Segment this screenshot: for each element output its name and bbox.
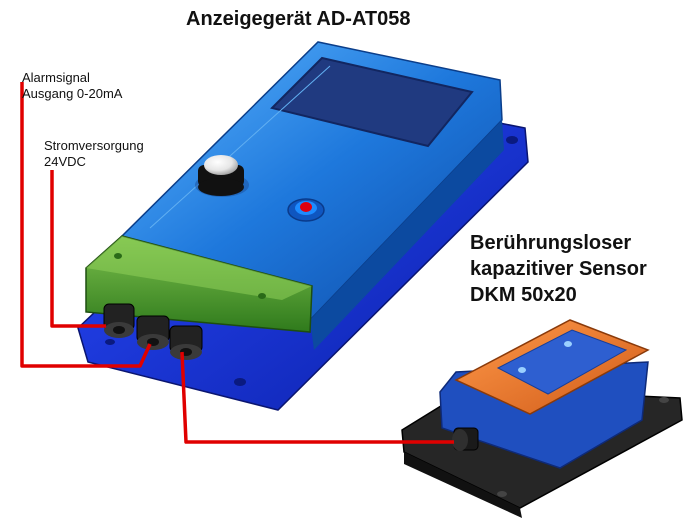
power-label-line1: Stromversorgung — [44, 138, 144, 153]
terminal-cover — [85, 235, 313, 333]
status-led — [287, 198, 325, 222]
alarm-signal-label: Alarmsignal Ausgang 0-20mA — [22, 70, 122, 102]
sensor-label: Berührungsloser kapazitiver Sensor DKM 5… — [470, 230, 647, 308]
display-device-housing — [117, 41, 504, 350]
cable-gland-power — [136, 315, 170, 350]
wire-sensor — [180, 351, 454, 444]
sensor-label-line2: kapazitiver Sensor — [470, 258, 647, 280]
sensor-label-line3: DKM 50x20 — [470, 284, 577, 306]
display-screen — [270, 56, 474, 148]
capacitive-sensor — [401, 319, 683, 518]
sensor-label-line1: Berührungsloser — [470, 232, 632, 254]
diagram-title: Anzeigegerät AD-AT058 — [186, 8, 411, 30]
sensor-connector — [452, 427, 479, 451]
cable-gland-sensor — [169, 325, 203, 360]
power-label-line2: 24VDC — [44, 154, 86, 169]
alarm-label-line2: Ausgang 0-20mA — [22, 86, 123, 101]
power-supply-label: Stromversorgung 24VDC — [44, 138, 144, 170]
cable-gland-alarm — [103, 303, 135, 338]
wire-alarm-signal — [20, 82, 152, 368]
wire-power-supply — [50, 170, 106, 328]
rotary-knob — [195, 155, 249, 197]
alarm-label-line1: Alarmsignal — [22, 70, 90, 85]
